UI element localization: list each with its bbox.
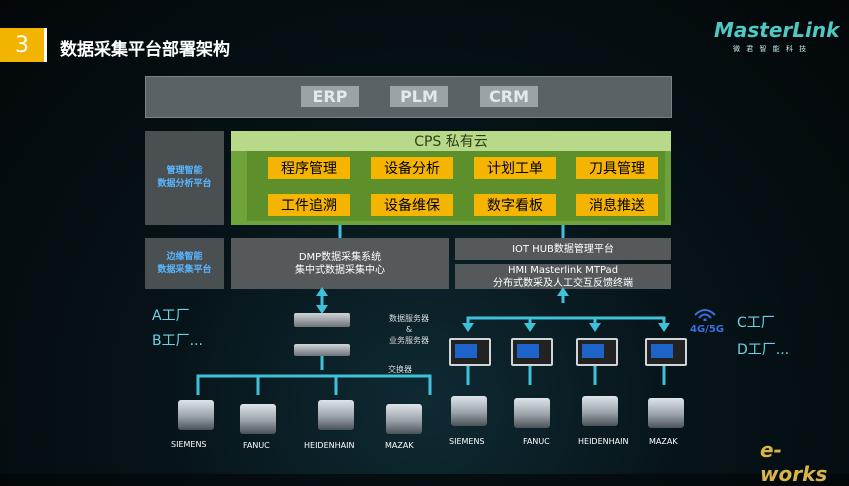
hmi-terminal-icon (449, 338, 491, 366)
plm-box: PLM (390, 86, 448, 107)
machine-brand-label: HEIDENHAIN (578, 437, 629, 446)
machine-brand-label: HEIDENHAIN (304, 441, 355, 450)
hmi-line1: HMI Masterlink MTPad (507, 264, 619, 276)
module-maintenance: 设备维保 (371, 194, 453, 216)
cnc-machine-icon (451, 396, 487, 426)
wireless-label: 4G/5G (690, 324, 724, 335)
machine-brand-label: FANUC (523, 437, 550, 446)
servers-label-line2: & (405, 325, 413, 334)
masterlink-logo: MasterLink (714, 18, 840, 42)
servers-label: 数据服务器 & 业务服务器 (380, 313, 438, 346)
dmp-collection-box: DMP数据采集系统 集中式数据采集中心 (231, 238, 449, 289)
cnc-machine-icon (318, 400, 354, 430)
iot-hub-box: IOT HUB数据管理平台 (455, 238, 671, 260)
connector-lines (196, 225, 670, 395)
collection-label-line1: 边缘智能 (166, 251, 203, 262)
machine-brand-label: MAZAK (385, 441, 414, 450)
hmi-terminal-icon (511, 338, 553, 366)
logo-tagline: 微 君 智 能 科 技 (733, 45, 809, 53)
switch-label: 交换器 (388, 365, 412, 374)
hmi-line2: 分布式数采及人工交互反馈终端 (493, 277, 633, 289)
erp-box: ERP (301, 86, 359, 107)
cnc-machine-icon (514, 398, 550, 428)
business-server-icon (294, 344, 350, 356)
factory-c-label: C工厂 (737, 315, 775, 331)
cnc-machine-icon (386, 404, 422, 434)
hmi-terminal-icon (576, 338, 618, 366)
servers-label-line1: 数据服务器 (389, 314, 429, 323)
module-digital-dashboard: 数字看板 (474, 194, 556, 216)
module-work-orders: 计划工单 (474, 157, 556, 179)
dmp-line1: DMP数据采集系统 (298, 251, 382, 263)
cps-cloud-title: CPS 私有云 (231, 131, 671, 151)
hmi-terminal-box: HMI Masterlink MTPad 分布式数采及人工交互反馈终端 (455, 264, 671, 289)
analysis-label-line2: 数据分析平台 (157, 179, 212, 189)
module-program-management: 程序管理 (268, 157, 350, 179)
dmp-line2: 集中式数据采集中心 (295, 264, 385, 276)
collection-label-line2: 数据采集平台 (157, 264, 212, 275)
hmi-terminal-icon (645, 338, 687, 366)
analysis-label-line1: 管理智能 (166, 166, 203, 176)
collection-platform-label: 边缘智能 数据采集平台 (145, 238, 224, 289)
machine-brand-label: FANUC (243, 441, 270, 450)
module-part-traceability: 工件追溯 (268, 194, 350, 216)
servers-label-line3: 业务服务器 (389, 336, 429, 345)
factory-a-label: A工厂 (152, 308, 190, 324)
wireless-signal-icon (694, 309, 716, 321)
analysis-platform-label: 管理智能 数据分析平台 (145, 131, 224, 225)
section-number-badge: 3 (0, 28, 47, 62)
data-server-icon (294, 313, 350, 327)
page-title: 数据采集平台部署架构 (60, 40, 230, 60)
factory-b-label: B工厂... (152, 333, 203, 349)
eworks-watermark: e-works (760, 438, 828, 486)
factory-d-label: D工厂... (737, 342, 790, 358)
module-equipment-analysis: 设备分析 (371, 157, 453, 179)
machine-brand-label: MAZAK (649, 437, 678, 446)
module-message-push: 消息推送 (576, 194, 658, 216)
cnc-machine-icon (648, 398, 684, 428)
crm-box: CRM (480, 86, 538, 107)
cnc-machine-icon (582, 396, 618, 426)
machine-brand-label: SIEMENS (449, 437, 485, 446)
cnc-machine-icon (178, 400, 214, 430)
module-tool-management: 刀具管理 (576, 157, 658, 179)
cnc-machine-icon (240, 404, 276, 434)
machine-brand-label: SIEMENS (171, 440, 207, 449)
